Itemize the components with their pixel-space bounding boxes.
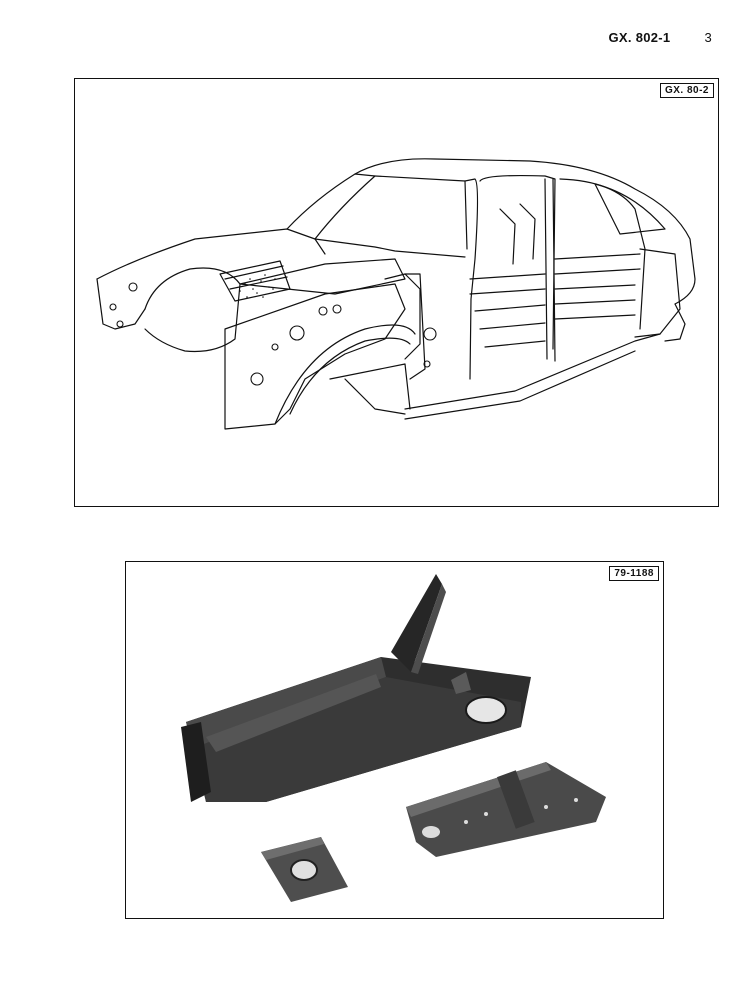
body-shell-drawing — [96, 158, 696, 430]
figure-tag: 79-1188 — [609, 566, 659, 581]
square-plate — [261, 837, 348, 902]
page-header: GX. 802-1 3 — [412, 30, 712, 50]
figure-tag: GX. 80-2 — [659, 83, 714, 98]
page-number: 3 — [704, 30, 712, 45]
channel-member — [181, 574, 531, 802]
parts-photo — [181, 574, 606, 902]
figure-body-shell: GX. 80-2 — [74, 78, 719, 507]
document-reference: GX. 802-1 — [608, 30, 671, 45]
figure-parts-photo: 79-1188 — [125, 561, 664, 919]
floor-plate — [406, 762, 606, 857]
